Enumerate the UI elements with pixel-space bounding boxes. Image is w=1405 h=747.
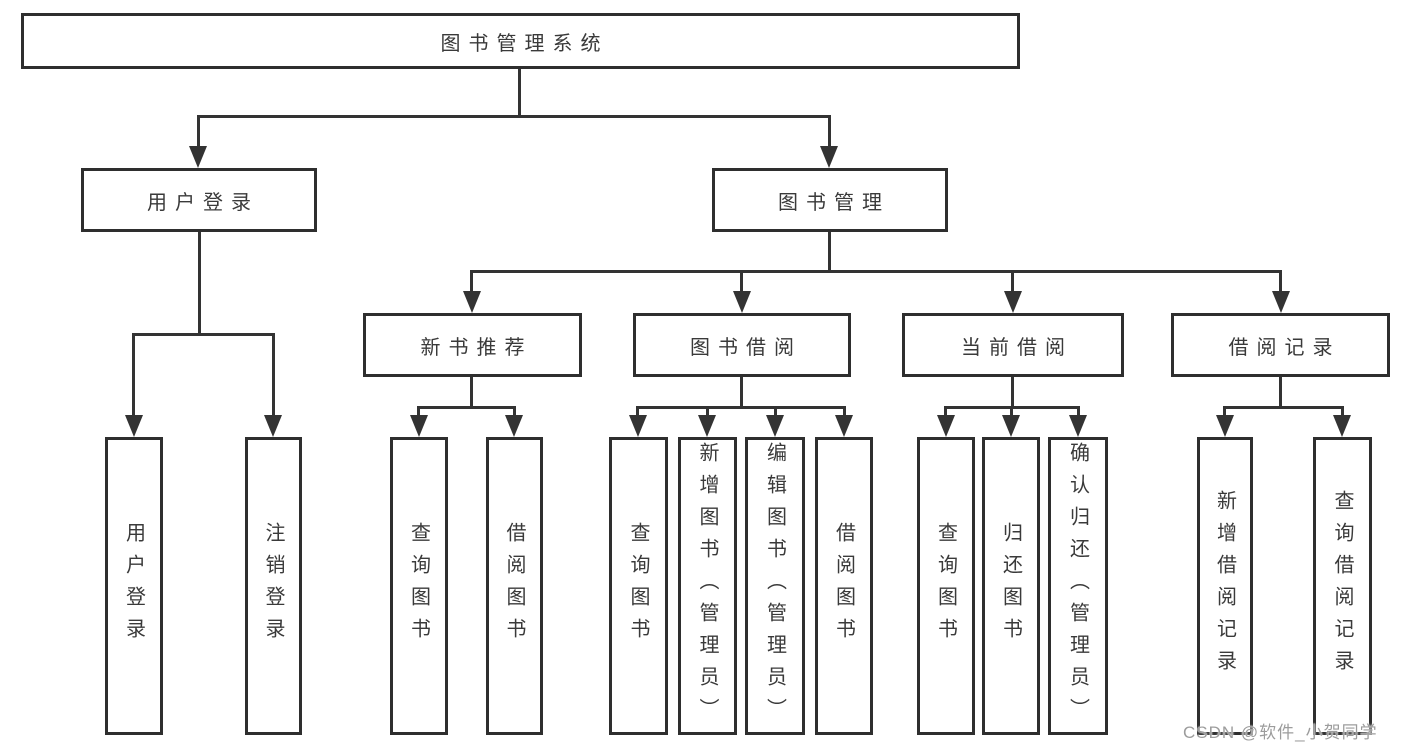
connector-line: [828, 115, 831, 147]
arrowhead-down-icon: [835, 415, 853, 437]
leaf-add-borrow-record: 新增借阅记录: [1197, 437, 1253, 735]
leaf-label: 确认归还（管理员）: [1066, 442, 1089, 730]
leaf-return-book: 归还图书: [982, 437, 1040, 735]
node-book-management: 图书管理: [712, 168, 948, 232]
leaf-query-books-recommend: 查询图书: [390, 437, 448, 735]
leaf-query-books-borrow: 查询图书: [609, 437, 668, 735]
leaf-label: 查询借阅记录: [1331, 490, 1353, 682]
connector-line: [1077, 406, 1080, 417]
leaf-logout: 注销登录: [245, 437, 302, 735]
node-user-login: 用户登录: [81, 168, 317, 232]
leaf-confirm-return-admin: 确认归还（管理员）: [1048, 437, 1108, 735]
arrowhead-down-icon: [505, 415, 523, 437]
leaf-label: 注销登录: [262, 522, 284, 650]
arrowhead-down-icon: [1333, 415, 1351, 437]
arrowhead-down-icon: [1002, 415, 1020, 437]
connector-line: [1011, 377, 1014, 408]
node-label: 借阅记录: [1228, 336, 1341, 359]
leaf-label: 新增图书（管理员）: [696, 442, 718, 730]
connector-line: [417, 406, 516, 409]
node-current-borrow: 当前借阅: [902, 313, 1124, 377]
connector-line: [518, 69, 521, 117]
connector-line: [198, 232, 201, 335]
node-borrow-records: 借阅记录: [1171, 313, 1390, 377]
connector-line: [740, 377, 743, 408]
leaf-query-borrow-record: 查询借阅记录: [1313, 437, 1372, 735]
leaf-borrow-books: 借阅图书: [815, 437, 873, 735]
connector-line: [470, 270, 1282, 273]
arrowhead-down-icon: [1069, 415, 1087, 437]
leaf-label: 查询图书: [407, 522, 430, 650]
connector-line: [636, 406, 846, 409]
arrowhead-down-icon: [820, 146, 838, 168]
node-book-borrow: 图书借阅: [633, 313, 851, 377]
connector-line: [197, 115, 200, 147]
arrowhead-down-icon: [766, 415, 784, 437]
arrowhead-down-icon: [189, 146, 207, 168]
arrowhead-down-icon: [733, 291, 751, 313]
connector-line: [470, 377, 473, 408]
connector-line: [132, 333, 274, 336]
leaf-label: 归还图书: [999, 522, 1022, 650]
connector-line: [197, 115, 831, 118]
node-label: 图书借阅: [690, 336, 802, 359]
connector-line: [944, 406, 947, 417]
csdn-watermark: CSDN @软件_小贺同学: [1183, 723, 1378, 742]
leaf-edit-book-admin: 编辑图书（管理员）: [745, 437, 805, 735]
connector-line: [470, 270, 473, 293]
arrowhead-down-icon: [937, 415, 955, 437]
connector-line: [843, 406, 846, 417]
arrowhead-down-icon: [125, 415, 143, 437]
leaf-add-book-admin: 新增图书（管理员）: [678, 437, 737, 735]
connector-line: [1010, 406, 1013, 417]
node-label: 新书推荐: [420, 336, 533, 359]
leaf-label: 查询图书: [627, 522, 649, 650]
arrowhead-down-icon: [1004, 291, 1022, 313]
connector-line: [828, 232, 831, 272]
leaf-label: 编辑图书（管理员）: [763, 442, 786, 730]
arrowhead-down-icon: [264, 415, 282, 437]
connector-line: [513, 406, 516, 417]
leaf-label: 查询图书: [934, 522, 957, 650]
leaf-label: 用户登录: [122, 522, 145, 650]
connector-line: [1279, 270, 1282, 293]
connector-line: [740, 270, 743, 293]
arrowhead-down-icon: [629, 415, 647, 437]
leaf-borrow-books-recommend: 借阅图书: [486, 437, 543, 735]
arrowhead-down-icon: [1272, 291, 1290, 313]
node-label: 图书管理: [778, 191, 890, 214]
arrowhead-down-icon: [463, 291, 481, 313]
leaf-query-books-current: 查询图书: [917, 437, 975, 735]
leaf-label: 借阅图书: [832, 522, 855, 650]
arrowhead-down-icon: [410, 415, 428, 437]
leaf-label: 新增借阅记录: [1213, 490, 1236, 682]
node-new-book-recommend: 新书推荐: [363, 313, 582, 377]
node-root-label: 图书管理系统: [440, 32, 609, 55]
connector-line: [706, 406, 709, 417]
leaf-label: 借阅图书: [503, 522, 525, 650]
connector-line: [1279, 377, 1282, 408]
connector-line: [1341, 406, 1344, 417]
node-root: 图书管理系统: [21, 13, 1020, 69]
connector-line: [1223, 406, 1226, 417]
arrowhead-down-icon: [698, 415, 716, 437]
connector-line: [636, 406, 639, 417]
leaf-user-login: 用户登录: [105, 437, 163, 735]
node-label: 用户登录: [147, 191, 259, 214]
connector-line: [1223, 406, 1344, 409]
connector-line: [1011, 270, 1014, 293]
connector-line: [272, 333, 275, 416]
connector-line: [774, 406, 777, 417]
connector-line: [132, 333, 135, 416]
node-label: 当前借阅: [961, 336, 1073, 359]
arrowhead-down-icon: [1216, 415, 1234, 437]
connector-line: [417, 406, 420, 417]
